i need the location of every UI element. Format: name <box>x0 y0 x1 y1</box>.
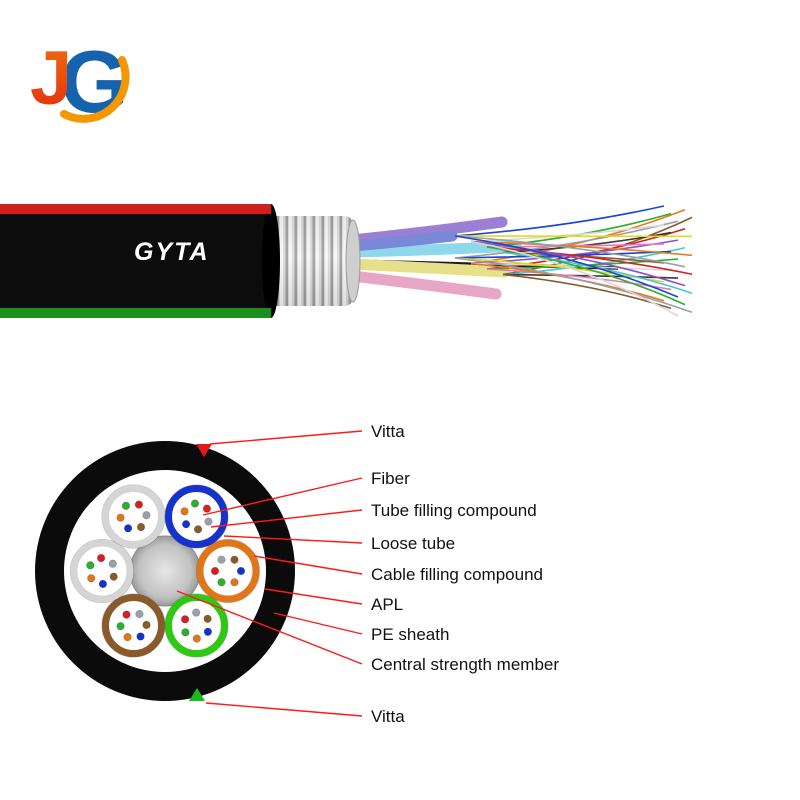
cable-illustration: GYTA <box>0 204 693 318</box>
fiber-strand <box>470 240 679 317</box>
armor-corrugation <box>262 216 354 306</box>
fiber-dot <box>203 614 212 623</box>
fiber-strand <box>454 205 665 237</box>
leader-line-cable-filling <box>253 555 363 575</box>
fiber-dot <box>136 632 145 641</box>
stripe-top <box>0 204 271 214</box>
cable-loose-tube <box>346 230 458 252</box>
fiber-dot <box>203 627 213 636</box>
fiber-dot <box>123 524 133 533</box>
fiber-dot <box>142 511 151 520</box>
fiber-strand <box>470 240 686 287</box>
stripe-bottom <box>0 308 271 318</box>
loose-tube <box>196 539 260 603</box>
fiber-dot <box>236 566 246 576</box>
callout-vitta-bottom: Vitta <box>371 707 405 726</box>
callout-labels: Vitta Fiber Tube filling compound Loose … <box>176 422 559 726</box>
fiber-dot <box>181 628 190 637</box>
fiber-fan <box>454 205 693 317</box>
fiber-dot <box>109 572 118 581</box>
loose-tube-ring <box>102 594 165 658</box>
fiber-dot <box>181 520 191 529</box>
fiber-dot <box>142 620 151 630</box>
cable-loose-tube <box>346 270 502 300</box>
cable-loose-tube <box>346 258 511 278</box>
fiber-dot <box>180 507 189 516</box>
fiber-dot <box>217 578 226 587</box>
fiber-dot <box>135 609 144 619</box>
callout-apl: APL <box>371 595 403 614</box>
fiber-dot <box>136 522 146 532</box>
sheath-end-face <box>262 204 280 318</box>
loose-tube-ring <box>70 539 134 603</box>
leader-line-apl <box>264 588 363 605</box>
cross-section <box>35 441 295 701</box>
loose-tube <box>101 593 166 658</box>
cable-loose-tube <box>346 216 508 246</box>
callout-tube-filling-compound: Tube filling compound <box>371 501 537 520</box>
fiber-strand <box>454 220 679 259</box>
fiber-dot <box>180 615 190 624</box>
fiber-dot <box>192 608 201 617</box>
fiber-dot <box>86 561 95 570</box>
callout-loose-tube: Loose tube <box>371 534 455 553</box>
loose-tube <box>164 484 229 549</box>
callout-fiber: Fiber <box>371 469 410 488</box>
fiber-strand <box>454 235 679 298</box>
fiber-dot <box>122 610 131 619</box>
fiber-dot <box>123 633 132 642</box>
cable-sheath <box>0 204 272 318</box>
leader-line-vitta-top <box>209 430 363 445</box>
fiber-dot <box>116 513 125 522</box>
fiber-dot <box>108 559 117 568</box>
loose-tube-ring <box>102 484 165 548</box>
brand-logo: G J <box>30 32 130 131</box>
cable-model-label: GYTA <box>134 238 210 266</box>
leader-line-fiber <box>202 477 363 516</box>
fiber-dot <box>204 517 213 526</box>
fiber-dot <box>121 501 131 510</box>
fiber-dot <box>202 504 212 513</box>
fiber-dot <box>230 555 239 564</box>
leader-line-pe-sheath <box>273 612 363 635</box>
fiber-dot <box>217 555 226 564</box>
loose-tube <box>164 593 229 658</box>
loose-tube-ring <box>165 484 228 548</box>
leader-line-vitta-bottom <box>205 702 363 717</box>
armor-end-face <box>345 219 361 303</box>
fiber-strand <box>470 240 693 257</box>
loose-tube-ring <box>196 539 260 603</box>
loose-tube <box>70 539 134 603</box>
fiber-dot <box>190 499 200 508</box>
fiber-dot <box>98 579 108 589</box>
fiber-dot <box>96 553 106 563</box>
leader-line-central-strength <box>176 590 363 665</box>
loose-tubes <box>70 484 260 658</box>
fiber-dot <box>192 634 201 643</box>
logo-swoosh-icon <box>60 56 130 123</box>
fiber-dot <box>134 500 144 509</box>
vitta-marker-bottom <box>189 688 205 701</box>
fiber-strand <box>470 224 665 243</box>
logo-letter-j: J <box>30 36 72 121</box>
fiber-strand <box>486 246 693 276</box>
fiber-dot <box>230 578 239 587</box>
leader-line-tube-filling <box>210 509 363 528</box>
callout-vitta-top: Vitta <box>371 422 405 441</box>
loose-tube-ring <box>165 594 228 658</box>
loose-tube <box>101 484 166 549</box>
fiber-dot <box>193 525 203 534</box>
callout-central-strength-member: Central strength member <box>371 655 559 674</box>
fiber-dot <box>87 574 96 583</box>
leader-line-loose-tube <box>223 535 363 544</box>
callout-cable-filling-compound: Cable filling compound <box>371 565 543 584</box>
fiber-strand <box>454 257 693 313</box>
fiber-strand <box>454 235 686 268</box>
callout-pe-sheath: PE sheath <box>371 625 449 644</box>
vitta-marker-top <box>196 444 212 457</box>
fiber-dot <box>116 622 125 631</box>
fiber-dot <box>210 566 220 576</box>
